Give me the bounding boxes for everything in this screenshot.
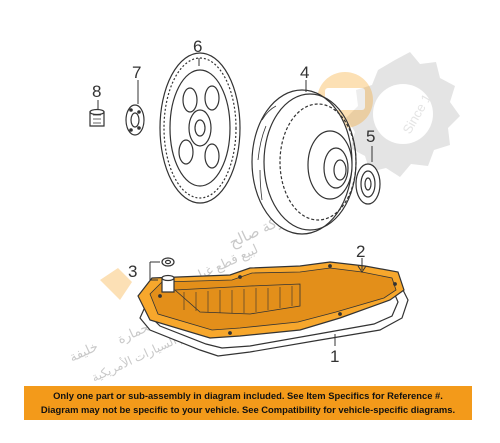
callout-6: 6	[193, 37, 203, 56]
oil-pan-part-2	[137, 258, 405, 339]
drain-plug-part-3	[149, 257, 175, 293]
arabic-watermark-3: خليفة	[67, 339, 100, 365]
notice-line-1: Only one part or sub-assembly in diagram…	[53, 390, 443, 401]
seal-part-5	[355, 146, 381, 205]
notice-banner: Only one part or sub-assembly in diagram…	[24, 386, 472, 420]
callout-8: 8	[92, 82, 102, 101]
callout-2: 2	[356, 242, 366, 261]
torque-converter-part-4	[251, 80, 357, 235]
callout-5: 5	[366, 127, 376, 146]
notice-line-2: Diagram may not be specific to your vehi…	[40, 404, 456, 415]
flexplate-part-6	[159, 52, 241, 204]
bolt-part-8	[89, 100, 105, 127]
callout-7: 7	[132, 63, 142, 82]
callout-1: 1	[330, 347, 340, 366]
callout-4: 4	[300, 63, 310, 82]
gear-watermark-icon: Since 1959	[346, 52, 460, 177]
washer-part-7	[125, 80, 145, 136]
callout-3: 3	[128, 262, 138, 281]
